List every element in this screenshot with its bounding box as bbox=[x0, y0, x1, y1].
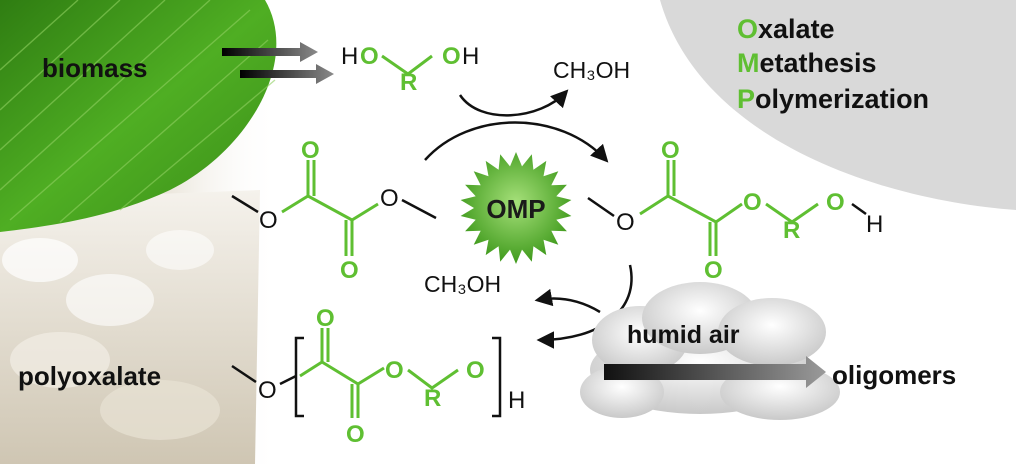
methanol-top-label: CH₃OH bbox=[553, 57, 630, 83]
svg-text:H: H bbox=[508, 387, 525, 414]
omp-badge: OMP bbox=[460, 152, 572, 264]
svg-text:H: H bbox=[341, 43, 358, 70]
svg-text:O: O bbox=[704, 257, 723, 284]
svg-text:O: O bbox=[661, 137, 680, 164]
svg-text:OMP: OMP bbox=[486, 194, 545, 224]
polyoxalate-molecule: O O O O R O H bbox=[231, 305, 525, 448]
svg-text:O: O bbox=[346, 421, 365, 448]
leaf-image bbox=[0, 0, 277, 232]
title-block: Oxalate Metathesis Polymerization bbox=[737, 14, 929, 114]
svg-text:O: O bbox=[258, 377, 277, 404]
svg-text:Oxalate: Oxalate bbox=[737, 14, 835, 44]
oxalate-ester-intermediate: O O O O R O H bbox=[587, 137, 883, 284]
degradation-arrow bbox=[604, 356, 826, 388]
svg-text:O: O bbox=[826, 189, 845, 216]
humid-air-label: humid air bbox=[627, 321, 740, 349]
methanol-bottom-label: CH₃OH bbox=[424, 271, 501, 297]
svg-text:O: O bbox=[385, 357, 404, 384]
svg-text:O: O bbox=[380, 185, 399, 212]
svg-text:H: H bbox=[462, 43, 479, 70]
svg-text:O: O bbox=[259, 207, 278, 234]
svg-text:H: H bbox=[866, 211, 883, 238]
svg-text:R: R bbox=[424, 385, 441, 412]
top-reaction-arrows bbox=[424, 89, 609, 163]
svg-text:O: O bbox=[301, 137, 320, 164]
svg-text:O: O bbox=[466, 357, 485, 384]
polyoxalate-label: polyoxalate bbox=[18, 361, 161, 391]
svg-text:R: R bbox=[783, 217, 800, 244]
biomass-label: biomass bbox=[42, 53, 148, 83]
svg-text:Polymerization: Polymerization bbox=[737, 84, 929, 114]
equilibrium-arrows bbox=[222, 42, 334, 84]
diol-molecule: H O R O H bbox=[341, 43, 479, 96]
svg-text:O: O bbox=[442, 43, 461, 70]
oligomers-label: oligomers bbox=[832, 360, 956, 390]
svg-text:R: R bbox=[400, 69, 417, 96]
svg-text:O: O bbox=[316, 305, 335, 332]
svg-text:O: O bbox=[360, 43, 379, 70]
cloud-image bbox=[580, 282, 840, 420]
svg-text:O: O bbox=[743, 189, 762, 216]
svg-text:Metathesis: Metathesis bbox=[737, 48, 877, 78]
dimethyl-oxalate-molecule: O O O O bbox=[231, 137, 437, 284]
title-bubble bbox=[660, 0, 1016, 210]
svg-text:O: O bbox=[616, 209, 635, 236]
svg-text:O: O bbox=[340, 257, 359, 284]
